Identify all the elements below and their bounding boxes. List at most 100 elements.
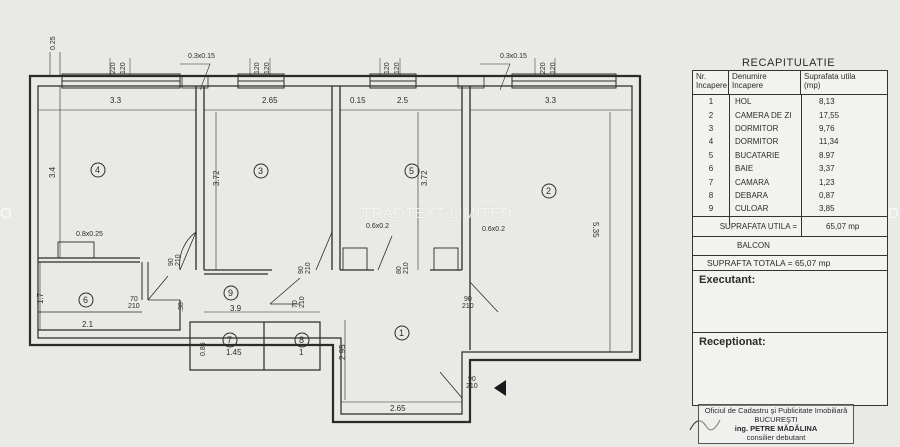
dim-label: 120 bbox=[264, 62, 271, 74]
dim-label: 1 bbox=[299, 348, 304, 357]
entry-arrow-icon bbox=[494, 380, 506, 396]
dim-label: 0.15 bbox=[350, 96, 366, 105]
office-stamp: Oficiul de Cadastru şi Publicitate Imobi… bbox=[698, 404, 854, 444]
dim-label: 3.4 bbox=[48, 166, 57, 178]
dim-label: 220 bbox=[540, 62, 547, 74]
room-number-4: 4 bbox=[95, 165, 101, 175]
dim-label: 120 bbox=[394, 62, 401, 74]
door-swing bbox=[269, 277, 301, 305]
room-circle-1 bbox=[394, 325, 410, 341]
interior-wall bbox=[204, 269, 272, 275]
dim-label: 2.95 bbox=[338, 344, 347, 360]
receptionat-label: Receptionat: bbox=[693, 331, 887, 367]
balcony-row: BALCON bbox=[693, 235, 887, 255]
room-circle-9 bbox=[223, 285, 239, 301]
dim-label: 3.9 bbox=[230, 304, 242, 313]
dim-label: 2.65 bbox=[262, 96, 278, 105]
dim-label: 0.8x0.25 bbox=[76, 231, 103, 238]
header-name: Denumire Incapere bbox=[729, 71, 801, 94]
interior-wall bbox=[38, 300, 181, 331]
door-label: 80 210 bbox=[396, 262, 410, 274]
dim-label: 3.3 bbox=[110, 96, 122, 105]
useful-area-value: 65,07 mp bbox=[801, 216, 887, 236]
dim-label: 1.7 bbox=[36, 292, 45, 304]
room-circle-2 bbox=[541, 183, 557, 199]
door-swing bbox=[147, 275, 180, 301]
room-number-7: 7 bbox=[227, 335, 233, 345]
door-label: 70 210 bbox=[292, 296, 306, 308]
dim-label: 3.3 bbox=[545, 96, 557, 105]
door-label: 90 210 bbox=[462, 296, 474, 310]
room-number-1: 1 bbox=[399, 328, 405, 338]
room-number-5: 5 bbox=[409, 166, 415, 176]
room-number-2: 2 bbox=[546, 186, 552, 196]
interior-wall bbox=[141, 262, 149, 300]
room-number-6: 6 bbox=[83, 295, 89, 305]
watermark-edge-left: O bbox=[0, 205, 12, 222]
office-line-2: BUCUREŞTI bbox=[754, 415, 798, 424]
total-area-row: SUPRAFTA TOTALA = 65,07 mp bbox=[693, 254, 887, 270]
useful-area-row: SUPRAFATA UTILA = 65,07 mp bbox=[693, 215, 887, 236]
dim-label: 120 bbox=[384, 62, 391, 74]
interior-wall bbox=[331, 86, 341, 270]
watermark-text: TRADTEXT LIMITED bbox=[362, 205, 513, 222]
dim-label: 0.6x0.2 bbox=[366, 223, 389, 230]
door-label: 90 210 bbox=[466, 376, 478, 390]
room-circle-7 bbox=[222, 332, 238, 348]
interior-wall bbox=[195, 86, 205, 270]
outer-wall bbox=[28, 74, 642, 424]
interior-wall bbox=[189, 321, 321, 371]
dim-label: 220 bbox=[110, 62, 117, 74]
header-nr: Nr. Incapere bbox=[693, 71, 729, 94]
door-label: 70 210 bbox=[128, 296, 140, 310]
useful-area-label: SUPRAFATA UTILA = bbox=[719, 221, 797, 231]
dim-label: .38 bbox=[178, 302, 185, 312]
dim-label: 0.6x0.2 bbox=[482, 226, 505, 233]
room-circle-6 bbox=[78, 292, 94, 308]
door-label: 90 210 bbox=[298, 262, 312, 274]
room-number-8: 8 bbox=[299, 335, 305, 345]
recap-title: RECAPITULATIE bbox=[742, 57, 836, 69]
dim-label: 2.5 bbox=[397, 96, 409, 105]
dim-label: 120 bbox=[120, 62, 127, 74]
office-line-3: ing. PETRE MĂDĂLINA bbox=[734, 424, 818, 433]
room-circle-5 bbox=[404, 163, 420, 179]
door-swing bbox=[377, 235, 393, 271]
room-circle-3 bbox=[253, 163, 269, 179]
office-line-1: Oficiul de Cadastru şi Publicitate Imobi… bbox=[704, 406, 848, 415]
door-swing bbox=[469, 281, 499, 313]
dim-label: 120 bbox=[550, 62, 557, 74]
dim-label: 2.65 bbox=[390, 404, 406, 413]
dim-label: 1.45 bbox=[226, 348, 242, 357]
door-swing bbox=[439, 371, 463, 399]
dim-label: 120 bbox=[254, 62, 261, 74]
door-label: 90 210 bbox=[168, 254, 182, 266]
room-number-9: 9 bbox=[228, 288, 234, 298]
dim-label: 2.1 bbox=[82, 320, 94, 329]
room-number-3: 3 bbox=[258, 166, 264, 176]
header-area: Suprafata utila (mp) bbox=[804, 72, 856, 90]
dim-label: 0.3x0.15 bbox=[500, 53, 527, 60]
dim-label: 3.72 bbox=[212, 170, 221, 186]
dim-label: 0.25 bbox=[50, 36, 57, 50]
interior-wall bbox=[461, 86, 471, 350]
room-circle-4 bbox=[90, 162, 106, 178]
door-swing bbox=[179, 231, 197, 271]
dim-label: 3.72 bbox=[420, 170, 429, 186]
recap-header: Nr. Incapere Denumire Incapere Suprafata… bbox=[693, 71, 887, 95]
dim-label: 5.35 bbox=[591, 222, 600, 238]
office-line-4: consilier debutant bbox=[746, 433, 806, 442]
outer-wall-inner bbox=[37, 85, 633, 415]
door-swing bbox=[315, 231, 333, 271]
